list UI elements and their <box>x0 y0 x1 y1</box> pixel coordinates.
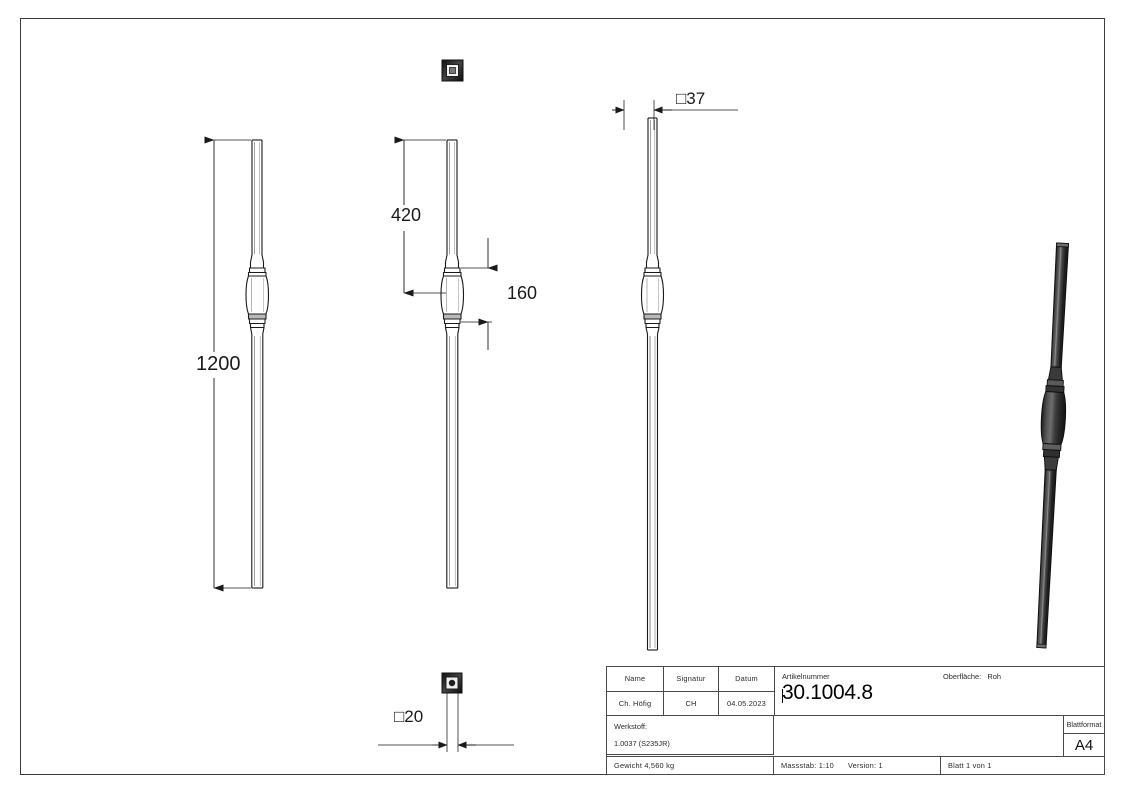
article-number: 30.1004.8 <box>782 681 873 704</box>
surface-label: Oberfläche: Roh <box>943 672 1001 681</box>
article-number-tick <box>782 689 784 703</box>
value-date: 04.05.2023 <box>727 698 766 708</box>
dimension-label-1200: 1200 <box>196 353 241 375</box>
header-name: Name <box>607 667 664 691</box>
sheet-frame <box>20 18 1105 775</box>
version-value: Version: 1 <box>847 761 883 770</box>
sheet-format-cell: Blattformat A4 <box>1064 716 1104 756</box>
scale-value: Massstab: 1:10 <box>781 761 834 770</box>
value-signature: CH <box>664 691 719 715</box>
signature-header-row: Name Signatur Datum <box>607 667 774 692</box>
weight-cell: Gewicht 4,560 kg <box>607 757 774 774</box>
signature-grid: Name Signatur Datum Ch. Höfig CH 04.05.2… <box>607 667 775 715</box>
material-value: 1.0037 (S235JR) <box>614 738 670 748</box>
material-label: Werkstoff: <box>614 721 647 731</box>
dimension-label-420: 420 <box>391 205 422 225</box>
dimension-label-square-37: □37 <box>676 89 706 108</box>
dimension-label-square-20: □20 <box>394 707 424 726</box>
dimension-label-160: 160 <box>507 283 538 303</box>
title-block: Name Signatur Datum Ch. Höfig CH 04.05.2… <box>606 666 1105 775</box>
title-block-lower-row: Gewicht 4,560 kg Massstab: 1:10 Version:… <box>607 757 1104 774</box>
title-block-middle-row: Blattformat A4 <box>607 716 1104 757</box>
surface-label-text: Oberfläche: <box>943 672 982 681</box>
sheet-format-label: Blattformat <box>1064 716 1104 734</box>
surface-value-text: Roh <box>987 672 1001 681</box>
signature-value-row: Ch. Höfig CH 04.05.2023 <box>607 691 774 715</box>
value-name: Ch. Höfig <box>607 691 664 715</box>
article-cell: Artikelnummer Oberfläche: Roh 30.1004.8 <box>775 667 1104 715</box>
material-cell: Werkstoff: 1.0037 (S235JR) <box>607 715 774 755</box>
scale-cell: Massstab: 1:10 Version: 1 <box>774 757 941 774</box>
sheet-count-cell: Blatt 1 von 1 <box>948 761 992 770</box>
sheet-format-value: A4 <box>1074 736 1094 754</box>
title-block-upper-row: Name Signatur Datum Ch. Höfig CH 04.05.2… <box>607 667 1104 716</box>
notes-cell <box>607 716 1064 756</box>
article-label: Artikelnummer <box>782 672 830 681</box>
header-signature: Signatur <box>664 667 719 691</box>
header-date: Datum <box>735 674 758 684</box>
